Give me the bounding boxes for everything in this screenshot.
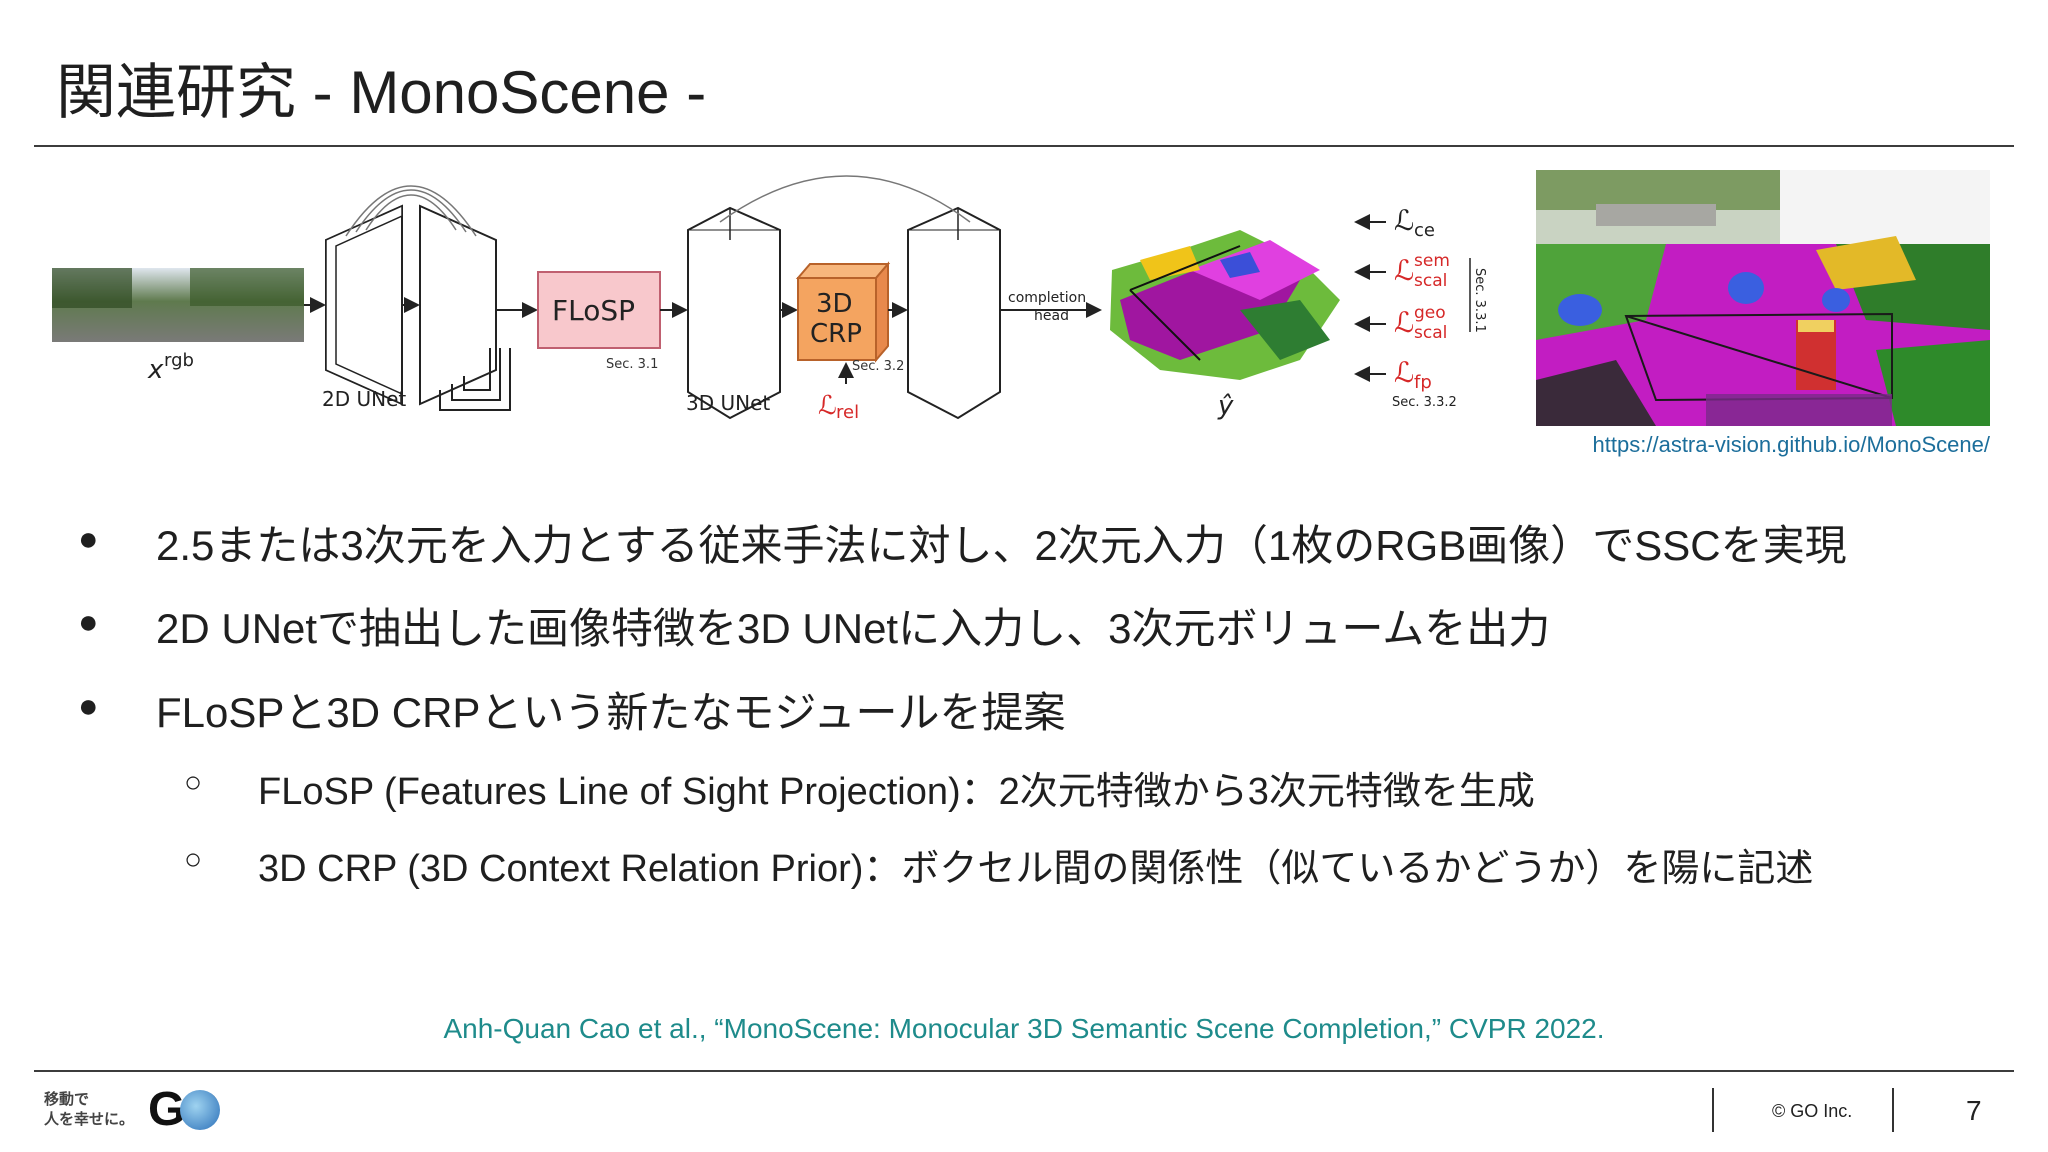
crp-line1: 3D bbox=[816, 289, 853, 319]
unet3d-label: 3D UNet bbox=[686, 391, 770, 415]
sub-bullet-item: 3D CRP (3D Context Relation Prior)：ボクセル間… bbox=[258, 848, 1814, 890]
sub-bullet-item: FLoSP (Features Line of Sight Projection… bbox=[258, 771, 1535, 813]
bullet-marker: ● bbox=[78, 603, 99, 641]
crp-cube bbox=[797, 277, 877, 361]
loss-sem-sup: sem bbox=[1414, 251, 1450, 271]
unet2d-label: 2D UNet bbox=[322, 387, 406, 411]
unet3d-encoder bbox=[687, 206, 781, 420]
citation: Anh-Quan Cao et al., “MonoScene: Monocul… bbox=[443, 1013, 1605, 1044]
page-number: 7 bbox=[1966, 1095, 1982, 1126]
crp-sec: Sec. 3.2 bbox=[852, 359, 904, 374]
sub-bullet-marker: ○ bbox=[184, 843, 203, 876]
svg-text:ℒ: ℒ bbox=[1394, 356, 1414, 389]
crp-line2: CRP bbox=[810, 319, 862, 349]
flosp-sec: Sec. 3.1 bbox=[606, 357, 658, 372]
architecture-diagram: x rgb 2D UNet FLoSP Sec. 3.1 3D UNet 3D … bbox=[52, 175, 1487, 423]
input-sup: rgb bbox=[164, 350, 194, 371]
loss-geo-sup: geo bbox=[1414, 303, 1446, 323]
sub-bullet-marker: ○ bbox=[184, 766, 203, 799]
output-label: ŷ bbox=[1217, 391, 1234, 421]
rel-loss: ℒ bbox=[818, 391, 837, 421]
output-voxel-scene bbox=[1110, 230, 1340, 380]
logo-text-line1: 移動で bbox=[44, 1091, 90, 1108]
bullet-item: 2.5または3次元を入力とする従来手法に対し、2次元入力（1枚のRGB画像）でS… bbox=[156, 522, 1847, 569]
input-label: x bbox=[147, 355, 164, 385]
footer-separator bbox=[1712, 1088, 1714, 1132]
svg-text:ℒ: ℒ bbox=[1394, 204, 1414, 237]
logo-globe-icon bbox=[180, 1090, 220, 1130]
copyright: © GO Inc. bbox=[1772, 1101, 1853, 1121]
sec-332: Sec. 3.3.2 bbox=[1392, 395, 1457, 410]
flosp-box bbox=[537, 271, 661, 349]
unet3d-decoder bbox=[907, 206, 1001, 420]
completion-line1: completion bbox=[1008, 290, 1086, 306]
completion-line2: head bbox=[1034, 308, 1069, 324]
page-title: 関連研究 - MonoScene - bbox=[56, 59, 707, 126]
flosp-label: FLoSP bbox=[552, 294, 635, 327]
svg-text:ℒ: ℒ bbox=[1394, 254, 1414, 287]
rel-sub: rel bbox=[836, 402, 859, 423]
bullet-item: 2D UNetで抽出した画像特徴を3D UNetに入力し、3次元ボリュームを出力 bbox=[156, 605, 1551, 652]
sec-331: Sec. 3.3.1 bbox=[1472, 268, 1487, 333]
go-logo: 移動で 人を幸せに。 GO bbox=[44, 1082, 244, 1138]
footer-divider bbox=[34, 1070, 2014, 1072]
bullet-marker: ● bbox=[78, 687, 99, 725]
loss-fp-sub: fp bbox=[1414, 372, 1432, 393]
logo-text-line2: 人を幸せに。 bbox=[44, 1111, 135, 1128]
project-url[interactable]: https://astra-vision.github.io/MonoScene… bbox=[1592, 432, 1990, 457]
footer-separator bbox=[1892, 1088, 1894, 1132]
bullet-marker: ● bbox=[78, 520, 99, 558]
svg-text:ℒ: ℒ bbox=[1394, 306, 1414, 339]
bullet-item: FLoSPと3D CRPという新たなモジュールを提案 bbox=[156, 689, 1066, 736]
loss-sem-sub: scal bbox=[1414, 271, 1447, 291]
unet2d-decoder bbox=[419, 204, 497, 406]
loss-geo-sub: scal bbox=[1414, 323, 1447, 343]
loss-ce-sub: ce bbox=[1414, 220, 1435, 241]
project-screenshot bbox=[1536, 170, 1990, 426]
title-divider bbox=[34, 145, 2014, 147]
